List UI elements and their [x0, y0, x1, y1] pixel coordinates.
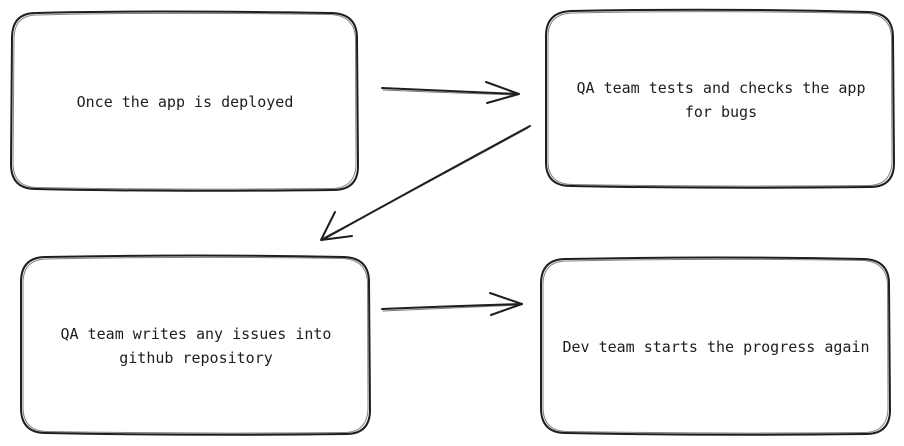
step-1-label: Once the app is deployed	[76, 93, 294, 111]
step-1-box[interactable]	[10, 10, 359, 192]
arrow-step-3-to-step-4	[381, 292, 523, 316]
arrow-step-2-to-step-3	[320, 125, 531, 241]
step-2-label: QA team tests and checks the app for bug…	[576, 79, 866, 121]
step-4-label: Dev team starts the progress again	[562, 338, 870, 356]
step-2-box[interactable]	[545, 8, 895, 189]
step-4-box[interactable]	[540, 256, 891, 436]
step-3-label: QA team writes any issues into github re…	[60, 325, 332, 367]
arrow-step-1-to-step-2	[381, 81, 520, 104]
step-3-box[interactable]	[20, 254, 371, 436]
